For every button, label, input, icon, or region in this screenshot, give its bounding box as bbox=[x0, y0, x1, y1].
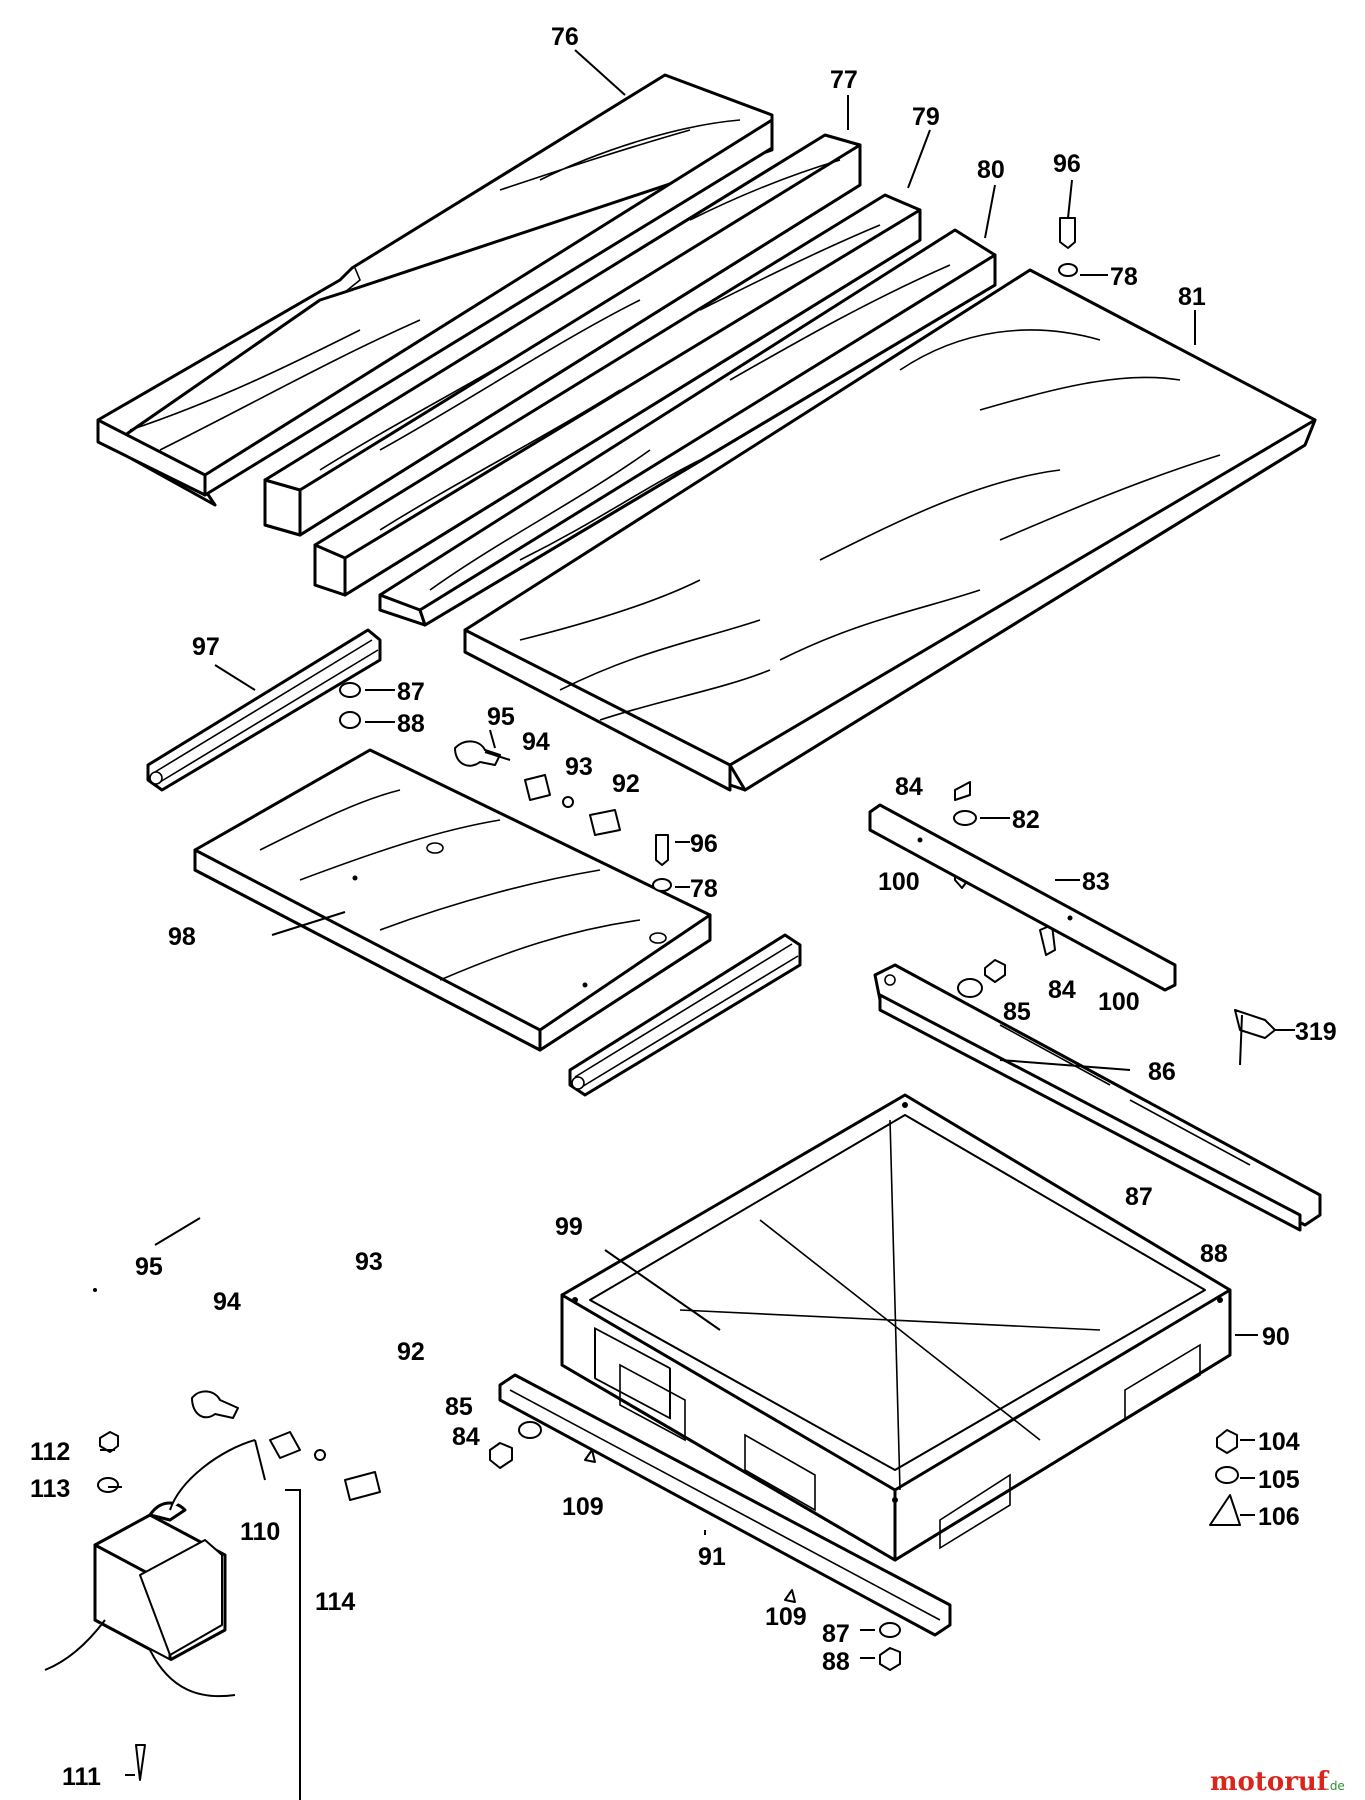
callout-88: 88 bbox=[822, 1648, 850, 1676]
callout-84: 84 bbox=[1048, 976, 1076, 1004]
switch-assembly-114 bbox=[44, 1288, 256, 1781]
callout-112: 112 bbox=[30, 1438, 70, 1466]
board-81 bbox=[463, 268, 1317, 792]
callout-96: 96 bbox=[1053, 150, 1081, 178]
callout-90: 90 bbox=[1262, 1323, 1290, 1351]
callout-80: 80 bbox=[977, 156, 1005, 184]
board-80 bbox=[378, 228, 997, 627]
hardware-upper bbox=[339, 217, 1078, 892]
callout-99: 99 bbox=[555, 1213, 583, 1241]
pin-319 bbox=[1234, 1009, 1276, 1066]
callout-88: 88 bbox=[397, 710, 425, 738]
rail-97-lower bbox=[568, 933, 802, 1097]
callout-85: 85 bbox=[1003, 998, 1031, 1026]
hardware-lower bbox=[191, 1390, 1241, 1671]
callout-79: 79 bbox=[912, 103, 940, 131]
rail-97 bbox=[146, 628, 382, 792]
watermark-brand: motoruf bbox=[1210, 1767, 1330, 1797]
callout-95: 95 bbox=[487, 703, 515, 731]
callout-87: 87 bbox=[1125, 1183, 1153, 1211]
callout-88: 88 bbox=[1200, 1240, 1228, 1268]
leader-lines bbox=[100, 49, 1295, 1776]
callout-109: 109 bbox=[765, 1603, 807, 1631]
callout-92: 92 bbox=[612, 770, 640, 798]
watermark-suffix: .de bbox=[1326, 1779, 1345, 1793]
callout-97: 97 bbox=[192, 633, 220, 661]
callout-109: 109 bbox=[562, 1493, 604, 1521]
callout-92: 92 bbox=[397, 1338, 425, 1366]
base-frame-90 bbox=[560, 1093, 1232, 1562]
board-79 bbox=[313, 193, 922, 597]
bracket-83 bbox=[868, 803, 1177, 992]
side-rail-91 bbox=[498, 1373, 952, 1637]
callout-319: 319 bbox=[1295, 1018, 1337, 1046]
callout-98: 98 bbox=[168, 923, 196, 951]
callout-87: 87 bbox=[822, 1620, 850, 1648]
callout-78: 78 bbox=[1110, 263, 1138, 291]
callout-100: 100 bbox=[1098, 988, 1140, 1016]
callout-91: 91 bbox=[698, 1543, 726, 1571]
callout-84: 84 bbox=[452, 1423, 480, 1451]
callout-93: 93 bbox=[355, 1248, 383, 1276]
callout-labels: 76 77 79 80 96 78 81 97 87 88 95 94 93 9… bbox=[30, 23, 1337, 1791]
callout-78: 78 bbox=[690, 875, 718, 903]
callout-85: 85 bbox=[445, 1393, 473, 1421]
board-77 bbox=[263, 133, 862, 537]
callout-105: 105 bbox=[1258, 1466, 1300, 1494]
callout-77: 77 bbox=[830, 66, 858, 94]
callout-96: 96 bbox=[690, 830, 718, 858]
callout-113: 113 bbox=[30, 1475, 70, 1503]
bracket-114-line bbox=[285, 1489, 301, 1800]
callout-84: 84 bbox=[895, 773, 923, 801]
board-76 bbox=[96, 73, 774, 507]
rail-86 bbox=[873, 963, 1322, 1232]
callout-100: 100 bbox=[878, 868, 920, 896]
callout-106: 106 bbox=[1258, 1503, 1300, 1531]
callout-94: 94 bbox=[522, 728, 550, 756]
callout-76: 76 bbox=[551, 23, 579, 51]
callout-87: 87 bbox=[397, 678, 425, 706]
callout-110: 110 bbox=[240, 1518, 280, 1546]
callout-83: 83 bbox=[1082, 868, 1110, 896]
callout-104: 104 bbox=[1258, 1428, 1300, 1456]
callout-95: 95 bbox=[135, 1253, 163, 1281]
callout-94: 94 bbox=[213, 1288, 241, 1316]
callout-114: 114 bbox=[315, 1588, 355, 1616]
callout-81: 81 bbox=[1178, 283, 1206, 311]
extension-table-98 bbox=[193, 748, 712, 1052]
callout-82: 82 bbox=[1012, 806, 1040, 834]
callout-86: 86 bbox=[1148, 1058, 1176, 1086]
watermark-logo: motoruf .de bbox=[1210, 1767, 1345, 1797]
callout-111: 111 bbox=[62, 1763, 101, 1791]
callout-93: 93 bbox=[565, 753, 593, 781]
